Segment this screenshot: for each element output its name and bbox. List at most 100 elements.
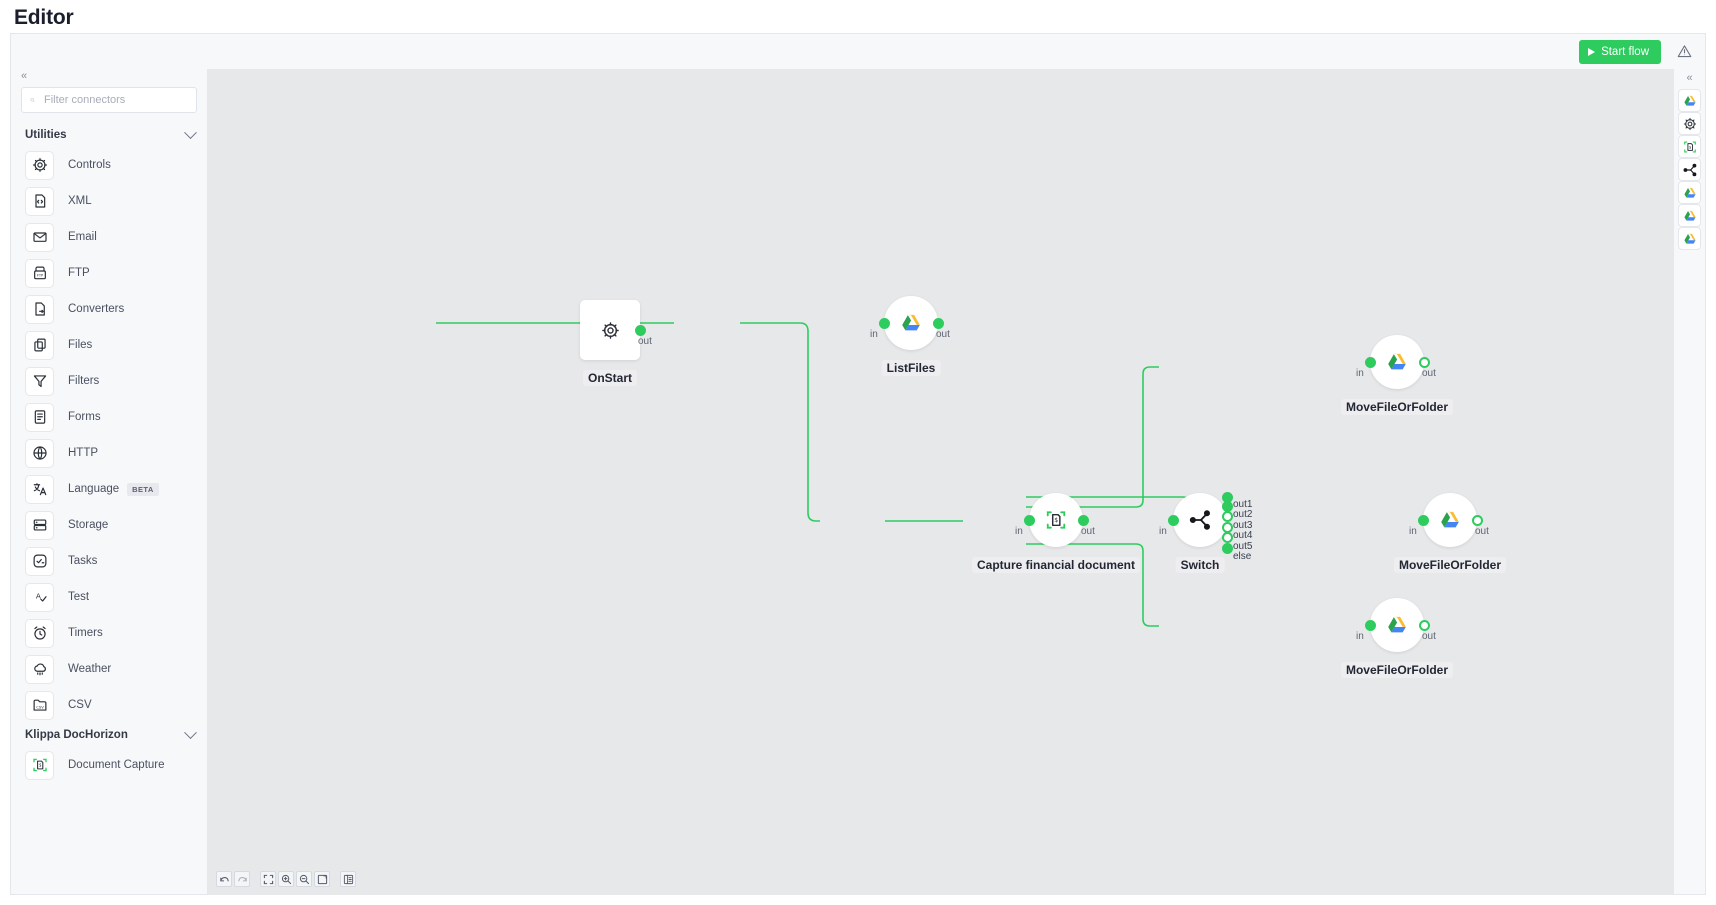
sidebar-item-label: Files [68,339,92,351]
sidebar-item-files[interactable]: Files [11,327,207,363]
sidebar-item-text: Document Capture [68,759,165,771]
port-in[interactable] [1167,514,1179,526]
sidebar-item-converters[interactable]: Converters [11,291,207,327]
rail-collapse-button[interactable]: « [1686,72,1693,84]
search-input[interactable] [42,93,188,107]
panel-buttons [340,871,356,887]
switch-branch-icon[interactable] [1173,493,1227,547]
sidebar-item-label: Timers [68,627,103,639]
port-out[interactable] [1418,356,1430,368]
top-toolbar: Start flow [10,33,1706,69]
port-out2[interactable] [1221,511,1233,523]
sidebar-item-filters[interactable]: Filters [11,363,207,399]
port-out[interactable] [1471,514,1483,526]
sidebar-item-controls[interactable]: Controls [11,147,207,183]
start-flow-button[interactable]: Start flow [1579,39,1661,64]
undo-arrow-icon[interactable] [216,871,232,887]
port-out1[interactable] [1221,501,1233,512]
sidebar-item-xml[interactable]: XML [11,183,207,219]
port-out4[interactable] [1221,532,1233,544]
sidebar-item-http[interactable]: HTTP [11,435,207,471]
sidebar-item-label: Tasks [68,555,97,567]
port-out[interactable] [1077,514,1089,526]
play-icon [1588,47,1596,56]
sidebar-item-storage[interactable]: Storage [11,507,207,543]
rail-google-drive-icon[interactable] [1678,181,1701,204]
port-out5[interactable] [1221,542,1233,554]
rail-google-drive-icon[interactable] [1678,89,1701,112]
fit-screen-icon[interactable] [260,871,276,887]
panel-list-icon[interactable] [340,871,356,887]
search-box[interactable] [21,87,197,113]
rail-google-drive-icon[interactable] [1678,204,1701,227]
port-in[interactable] [1364,356,1376,368]
port-in[interactable] [1364,619,1376,631]
svg-text:$: $ [1688,144,1691,149]
port-label-else: else [1233,551,1252,562]
rail-document-capture-icon[interactable]: $ [1678,135,1701,158]
sidebar-item-tasks[interactable]: Tasks [11,543,207,579]
redo-arrow-icon[interactable] [234,871,250,887]
beta-badge: BETA [127,482,159,496]
search-icon [30,98,35,103]
zoom-out-icon[interactable] [296,871,312,887]
warning-triangle-icon[interactable] [1671,39,1697,65]
port-out[interactable] [634,324,646,336]
port-in[interactable] [1417,514,1429,526]
envelope-icon [25,222,54,252]
google-drive-icon[interactable] [884,296,938,350]
google-drive-icon[interactable] [1423,493,1477,547]
rail-gear-icon[interactable] [1678,112,1701,135]
port-in[interactable] [878,317,890,329]
sidebar-collapse-button[interactable]: « [11,69,207,83]
port-label-in: in [1356,631,1364,642]
sidebar-item-document-capture[interactable]: $Document Capture [11,747,207,783]
sidebar-item-forms[interactable]: Forms [11,399,207,435]
port-out[interactable] [1418,619,1430,631]
sidebar-item-text: XML [68,195,92,207]
sidebar-group-header[interactable]: Utilities [11,123,207,147]
sidebar-item-email[interactable]: Email [11,219,207,255]
port-label-out: out [1081,526,1095,537]
connector-list: $Document Capture [11,747,207,783]
document-capture-icon[interactable]: $ [1029,493,1083,547]
alarm-clock-icon [25,618,54,648]
sidebar-item-text: Files [68,339,93,351]
rail-google-drive-icon[interactable] [1678,227,1701,250]
zoom-in-icon[interactable] [278,871,294,887]
svg-text:CSV: CSV [36,706,44,710]
rail-switch-branch-icon[interactable] [1678,158,1701,181]
sidebar-item-label: Forms [68,411,101,423]
port-out[interactable] [932,317,944,329]
port-label-in: in [1159,526,1167,537]
port-in[interactable] [1023,514,1035,526]
port-out3[interactable] [1221,521,1233,533]
google-drive-icon[interactable] [1370,598,1424,652]
sidebar-item-timers[interactable]: Timers [11,615,207,651]
collapse-chevrons-icon: « [21,70,28,82]
sidebar-group-header[interactable]: Klippa DocHorizon [11,723,207,747]
sidebar-item-label: Controls [68,159,111,171]
sidebar-item-text: Forms [68,411,101,423]
gear-icon[interactable] [580,300,640,360]
resize-corner-icon[interactable] [314,871,330,887]
port-label-in: in [870,329,878,340]
sidebar-item-weather[interactable]: Weather [11,651,207,687]
task-check-icon [25,546,54,576]
sidebar-item-text: Timers [68,627,103,639]
google-drive-icon[interactable] [1370,335,1424,389]
